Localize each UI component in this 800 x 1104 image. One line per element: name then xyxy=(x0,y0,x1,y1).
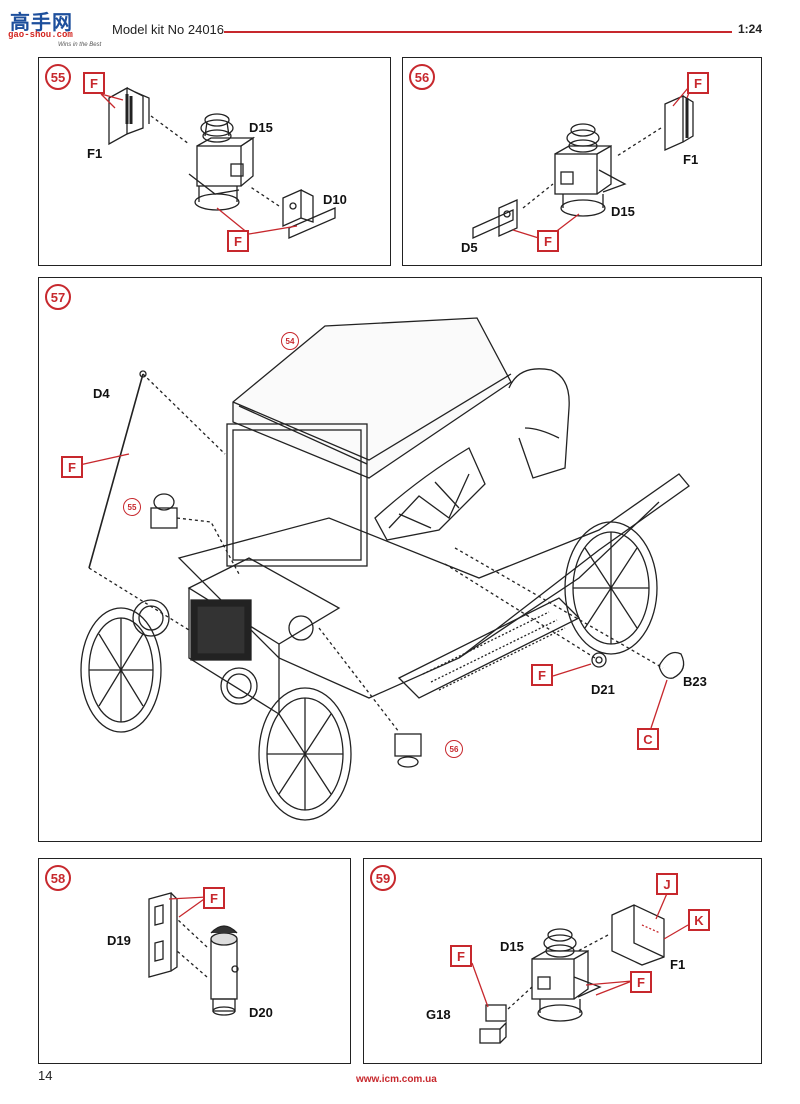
step-59-panel: 59 xyxy=(363,858,762,1064)
label-f1: F1 xyxy=(683,152,699,167)
ref-step-54: 54 xyxy=(281,332,299,350)
step-55-illustration xyxy=(100,86,336,239)
ref-step-55: 55 xyxy=(123,498,141,516)
page-number: 14 xyxy=(38,1068,53,1083)
footer-website[interactable]: www.icm.com.ua xyxy=(356,1074,437,1085)
part-tag-f-right: F xyxy=(630,971,652,993)
part-tag-f-left: F xyxy=(450,945,472,967)
logo-sub-text: gao-shou.com xyxy=(8,30,73,40)
header-rule xyxy=(224,31,732,33)
step-56-number: 56 xyxy=(409,64,435,90)
label-d20: D20 xyxy=(249,1005,273,1020)
scale-label: 1:24 xyxy=(738,22,763,36)
step-55-number: 55 xyxy=(45,64,71,90)
kit-title: Model kit No 24016 xyxy=(112,22,225,37)
step-57-panel: 57 xyxy=(38,277,762,842)
step-59-illustration xyxy=(471,890,689,1044)
label-d15: D15 xyxy=(249,120,273,135)
step-57-car-illustration xyxy=(74,317,690,821)
ref-step-56: 56 xyxy=(445,740,463,758)
step-55-panel: 55 xyxy=(38,57,391,266)
logo-tagline: Wins in the Best xyxy=(58,42,102,48)
part-tag-f-bottom: F xyxy=(537,230,559,252)
step-58-number: 58 xyxy=(45,865,71,891)
part-tag-f-top: F xyxy=(83,72,105,94)
step-58-panel: 58 F D19 D20 xyxy=(38,858,351,1064)
part-tag-f-d21: F xyxy=(531,664,553,686)
brand-logo: 高手网 gao-shou.com Wins in the Best xyxy=(6,6,102,48)
part-tag-j: J xyxy=(656,873,678,895)
label-g18: G18 xyxy=(426,1007,451,1022)
label-d4: D4 xyxy=(93,386,110,401)
label-d15: D15 xyxy=(611,204,635,219)
label-b23: B23 xyxy=(683,674,707,689)
label-d19: D19 xyxy=(107,933,131,948)
step-58-illustration xyxy=(148,892,239,1016)
page-header: 高手网 gao-shou.com Wins in the Best Model … xyxy=(0,0,800,50)
part-tag-k: K xyxy=(688,909,710,931)
part-tag-f-left: F xyxy=(61,456,83,478)
part-tag-c: C xyxy=(637,728,659,750)
part-tag-f-bottom: F xyxy=(227,230,249,252)
part-tag-f-top: F xyxy=(687,72,709,94)
step-59-number: 59 xyxy=(370,865,396,891)
label-f1: F1 xyxy=(87,146,103,161)
logo-main-text: 高手网 xyxy=(10,12,73,34)
label-d5: D5 xyxy=(461,240,478,255)
step-56-panel: 56 F F F1 xyxy=(402,57,762,266)
part-tag-f: F xyxy=(203,887,225,909)
label-d21: D21 xyxy=(591,682,615,697)
label-d10: D10 xyxy=(323,192,347,207)
label-d15: D15 xyxy=(500,939,524,954)
step-57-number: 57 xyxy=(45,284,71,310)
step-56-illustration xyxy=(472,81,694,241)
label-f1: F1 xyxy=(670,957,686,972)
